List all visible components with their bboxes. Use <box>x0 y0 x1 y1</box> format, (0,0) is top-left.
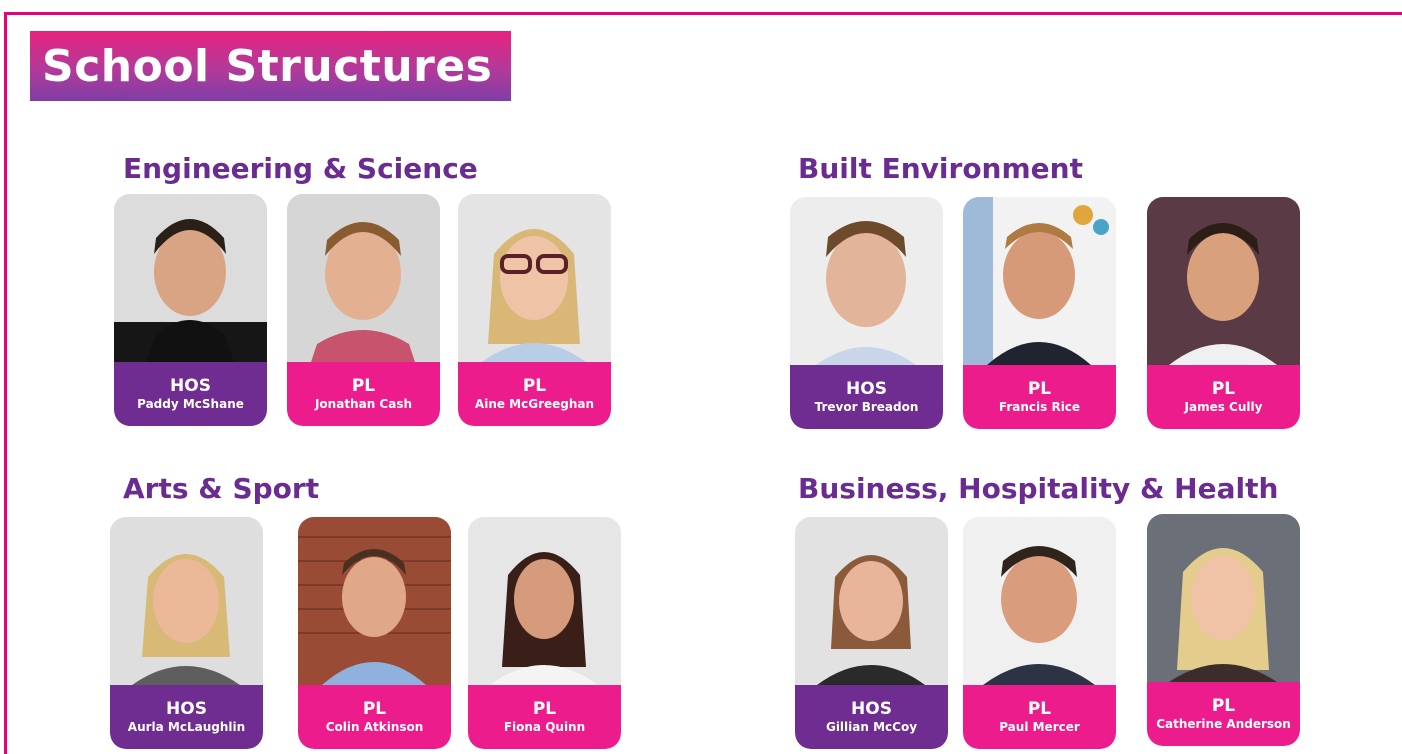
staff-card: PL Paul Mercer <box>963 517 1116 749</box>
staff-photo <box>790 197 943 365</box>
staff-card: HOS Gillian McCoy <box>795 517 948 749</box>
staff-role: HOS <box>846 379 887 399</box>
staff-name: Francis Rice <box>998 400 1081 414</box>
staff-name: Catherine Anderson <box>1156 717 1291 731</box>
staff-photo <box>110 517 263 685</box>
staff-name: Colin Atkinson <box>325 720 424 734</box>
staff-label: HOS Gillian McCoy <box>795 685 948 749</box>
staff-card: PL Aine McGreeghan <box>458 194 611 426</box>
staff-role: PL <box>362 699 387 719</box>
staff-card: HOS Trevor Breadon <box>790 197 943 429</box>
staff-label: HOS Trevor Breadon <box>790 365 943 429</box>
staff-role: PL <box>1211 379 1236 399</box>
staff-label: PL Francis Rice <box>963 365 1116 429</box>
staff-photo <box>1147 197 1300 365</box>
staff-label: PL Fiona Quinn <box>468 685 621 749</box>
staff-name: Aurla McLaughlin <box>127 720 246 734</box>
staff-name: Aine McGreeghan <box>474 397 595 411</box>
staff-photo <box>795 517 948 685</box>
staff-role: HOS <box>166 699 207 719</box>
page-title-banner: School Structures <box>30 31 511 101</box>
slide-frame <box>4 12 1402 754</box>
staff-photo <box>963 197 1116 365</box>
staff-photo <box>114 194 267 362</box>
staff-name: Trevor Breadon <box>814 400 919 414</box>
staff-card: PL Fiona Quinn <box>468 517 621 749</box>
section-title-arts-sport: Arts & Sport <box>123 472 320 505</box>
section-title-business-hospitality-health: Business, Hospitality & Health <box>798 472 1279 505</box>
staff-photo <box>287 194 440 362</box>
staff-label: PL Catherine Anderson <box>1147 682 1300 746</box>
staff-photo <box>1147 514 1300 682</box>
staff-card: PL James Cully <box>1147 197 1300 429</box>
staff-name: Jonathan Cash <box>314 397 413 411</box>
section-title-engineering-science: Engineering & Science <box>123 152 478 185</box>
staff-role: HOS <box>170 376 211 396</box>
staff-name: James Cully <box>1184 400 1263 414</box>
staff-photo <box>468 517 621 685</box>
staff-name: Paul Mercer <box>999 720 1080 734</box>
staff-label: PL Jonathan Cash <box>287 362 440 426</box>
staff-role: HOS <box>851 699 892 719</box>
staff-card: PL Jonathan Cash <box>287 194 440 426</box>
staff-card: PL Francis Rice <box>963 197 1116 429</box>
staff-label: PL James Cully <box>1147 365 1300 429</box>
staff-role: PL <box>532 699 557 719</box>
staff-label: PL Colin Atkinson <box>298 685 451 749</box>
staff-label: PL Paul Mercer <box>963 685 1116 749</box>
staff-role: PL <box>351 376 376 396</box>
page-title: School Structures <box>42 40 493 92</box>
staff-photo <box>458 194 611 362</box>
staff-photo <box>298 517 451 685</box>
staff-card: PL Colin Atkinson <box>298 517 451 749</box>
staff-role: PL <box>522 376 547 396</box>
staff-role: PL <box>1027 379 1052 399</box>
section-title-built-environment: Built Environment <box>798 152 1083 185</box>
staff-card: HOS Paddy McShane <box>114 194 267 426</box>
staff-label: HOS Aurla McLaughlin <box>110 685 263 749</box>
staff-name: Paddy McShane <box>137 397 244 411</box>
staff-role: PL <box>1027 699 1052 719</box>
staff-card: PL Catherine Anderson <box>1147 514 1300 746</box>
staff-card: HOS Aurla McLaughlin <box>110 517 263 749</box>
staff-label: PL Aine McGreeghan <box>458 362 611 426</box>
staff-name: Fiona Quinn <box>503 720 586 734</box>
staff-photo <box>963 517 1116 685</box>
staff-label: HOS Paddy McShane <box>114 362 267 426</box>
staff-role: PL <box>1211 696 1236 716</box>
staff-name: Gillian McCoy <box>825 720 918 734</box>
